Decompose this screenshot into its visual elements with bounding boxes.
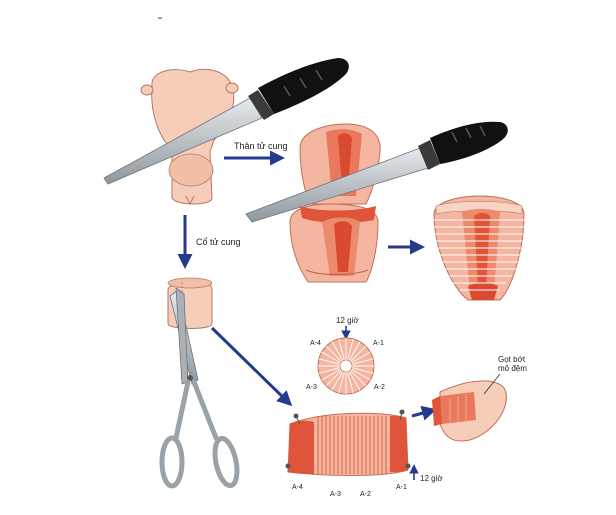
clock-spoke [348,370,361,391]
clock-spoke [349,345,367,363]
clock-spoke [331,370,344,391]
arrow-icon [210,326,293,407]
scissors-icon [159,287,240,489]
clock-label-a1: A-1 [373,340,384,347]
strip-label-a4: A-4 [292,484,303,491]
cervix-clock-section [317,337,375,395]
clock-spoke [325,345,343,363]
label-12-gio-bottom: 12 giờ [420,474,443,483]
label-gat-bot-line1: Gọt bớt [498,355,526,364]
clock-label-a3: A-3 [306,384,317,391]
label-gat-bot-line2: mô đệm [498,364,527,373]
strip-label-a1: A-1 [396,484,407,491]
strip-label-a2: A-2 [360,491,371,498]
clock-spoke [348,341,361,362]
label-than-tu-cung: Thân tử cung [234,141,288,151]
label-co-tu-cung: Cổ tử cung [196,237,241,247]
clock-label-a4: A-4 [310,340,321,347]
clock-spoke [349,369,367,387]
opened-cervix-strip [285,409,411,476]
pointer-line [483,373,501,395]
clock-spoke [338,371,345,394]
clock-spoke [350,368,371,381]
clock-spoke [325,369,343,387]
clock-spoke [318,358,341,365]
knife-icon [245,121,508,223]
clock-spoke [338,338,345,361]
clock-spoke [350,351,371,364]
strip-label-a3: A-3 [330,491,341,498]
clock-spoke [321,368,342,381]
bisected-uterine-body-bottom [289,203,379,283]
clock-spoke [351,367,374,374]
knife-icon [103,58,349,185]
clock-spoke [331,341,344,362]
sliced-uterine-body [433,195,525,301]
clock-spoke [347,371,354,394]
trimmed-tissue-block [432,380,507,442]
clock-spoke [347,338,354,361]
clock-spoke [321,351,342,364]
label-12-gio-top: 12 giờ [336,316,359,325]
arrow-icon [411,405,437,421]
clock-spoke [318,367,341,374]
clock-spoke [351,358,374,365]
clock-label-a2: A-2 [374,384,385,391]
